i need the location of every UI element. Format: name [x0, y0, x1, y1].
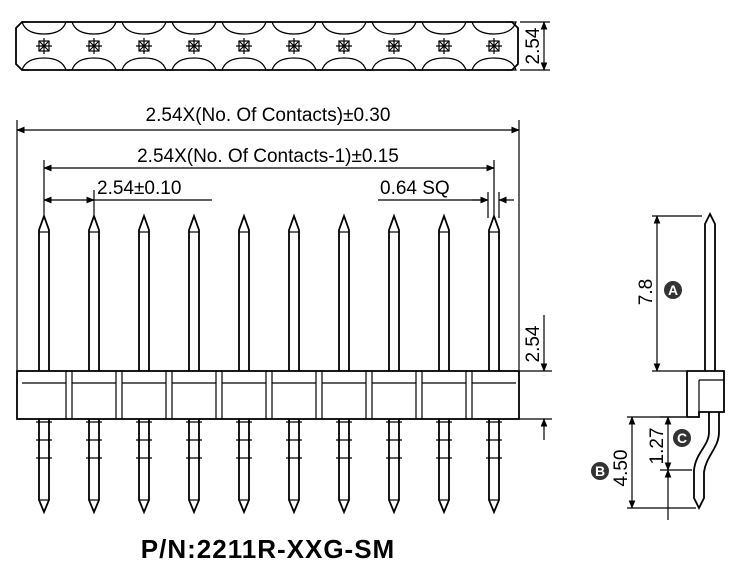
dim-overall-length: 2.54X(No. Of Contacts)±0.30: [146, 105, 391, 126]
front-pin-solder-marks: [336, 421, 352, 459]
front-lower-pin: [188, 419, 200, 515]
top-pin-cross: [336, 38, 352, 54]
front-pin-solder-marks: [36, 421, 52, 459]
top-pin-mark: [236, 38, 252, 54]
insulator-segment-line: [165, 371, 173, 419]
svg-text:C: C: [677, 430, 687, 446]
side-upper-pin: [704, 211, 716, 372]
front-upper-pin: [138, 213, 150, 371]
front-lower-pin: [338, 419, 350, 515]
front-upper-pin: [38, 213, 50, 371]
front-lower-pin: [288, 419, 300, 515]
front-upper-pin: [288, 213, 300, 371]
front-upper-pin: [188, 213, 200, 371]
dim-offset: 1.27: [647, 428, 668, 465]
dim-pin-span: 2.54X(No. Of Contacts-1)±0.15: [137, 146, 399, 167]
top-pin-cross: [236, 38, 252, 54]
svg-text:B: B: [595, 463, 605, 479]
insulator-segment-line: [365, 371, 373, 419]
top-pin-cross: [386, 38, 402, 54]
callout-b: B: [591, 462, 609, 480]
dim-pitch: 2.54±0.10: [97, 178, 181, 199]
top-pin-cross: [486, 38, 502, 54]
top-pin-cross: [136, 38, 152, 54]
top-pin-cross: [436, 38, 452, 54]
front-upper-pin: [238, 213, 250, 371]
top-pin-mark: [136, 38, 152, 54]
insulator-body: [16, 370, 520, 420]
front-view: 2.54X(No. Of Contacts)±0.30 2.54X(No. Of…: [16, 105, 552, 515]
top-pin-cross: [36, 38, 52, 54]
insulator-segment-line: [465, 371, 473, 419]
dim-pin-square: 0.64 SQ: [380, 178, 450, 199]
front-lower-pin: [438, 419, 450, 515]
front-upper-pin: [438, 213, 450, 371]
front-pin-solder-marks: [86, 421, 102, 459]
dim-pin-length-upper: 7.8: [636, 279, 657, 305]
top-pin-mark: [336, 38, 352, 54]
front-pin-solder-marks: [386, 421, 402, 459]
front-upper-pin: [488, 213, 500, 371]
side-view: 7.8 4.50 1.27 A B C: [591, 211, 725, 520]
front-upper-pin: [338, 213, 350, 371]
front-pin-solder-marks: [286, 421, 302, 459]
svg-text:A: A: [668, 282, 678, 298]
front-pin-solder-marks: [186, 421, 202, 459]
top-pin-mark: [436, 38, 452, 54]
front-lower-pin: [38, 419, 50, 515]
front-pin-solder-marks: [486, 421, 502, 459]
top-pin-mark: [186, 38, 202, 54]
dim-pitch-side: 2.54: [523, 27, 544, 64]
top-pin-mark: [286, 38, 302, 54]
insulator-segment-line: [265, 371, 273, 419]
front-lower-pin: [238, 419, 250, 515]
front-lower-pin: [138, 419, 150, 515]
top-view-scallop-top: [21, 21, 517, 35]
part-number: P/N:2211R-XXG-SM: [141, 534, 395, 564]
top-pin-mark: [36, 38, 52, 54]
front-pin-solder-marks: [436, 421, 452, 459]
front-lower-pin: [488, 419, 500, 515]
side-bent-leg: [693, 412, 720, 511]
callout-c: C: [673, 429, 691, 447]
top-pin-mark: [86, 38, 102, 54]
insulator-segment-line: [65, 371, 73, 419]
front-pin-solder-marks: [236, 421, 252, 459]
front-lower-pin: [88, 419, 100, 515]
side-housing: [686, 370, 725, 418]
callout-a: A: [664, 281, 682, 299]
top-pin-mark: [386, 38, 402, 54]
top-pin-cross: [286, 38, 302, 54]
front-lower-pin: [388, 419, 400, 515]
top-view-scallop-bottom: [21, 57, 517, 71]
dim-insulator-height: 2.54: [523, 325, 544, 362]
dim-leg-height: 4.50: [611, 450, 632, 487]
front-pin-solder-marks: [136, 421, 152, 459]
insulator-segment-line: [115, 371, 123, 419]
insulator-segment-line: [415, 371, 423, 419]
top-pin-cross: [86, 38, 102, 54]
insulator-segment-line: [315, 371, 323, 419]
insulator-segment-line: [215, 371, 223, 419]
top-pin-mark: [486, 38, 502, 54]
top-pin-cross: [186, 38, 202, 54]
front-upper-pin: [88, 213, 100, 371]
front-upper-pin: [388, 213, 400, 371]
top-view: 2.54: [15, 21, 550, 71]
